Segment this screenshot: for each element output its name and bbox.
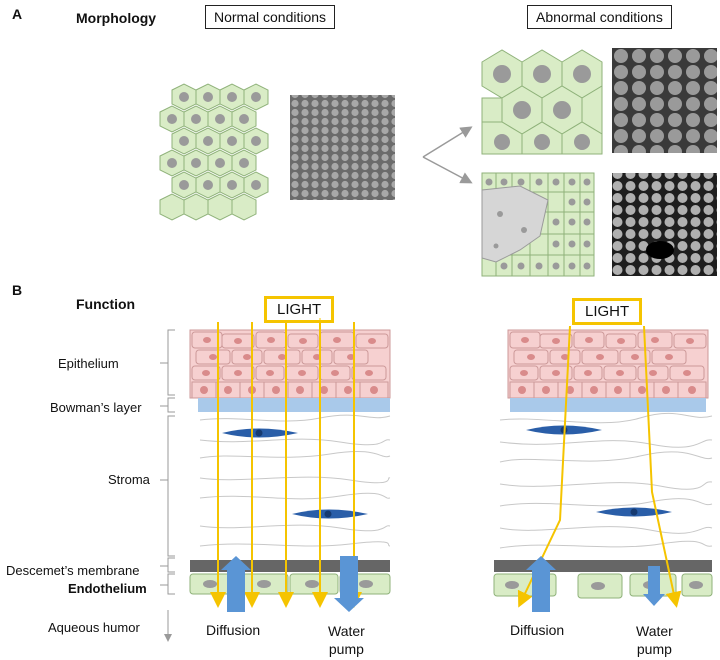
abnormal-water-pump-arrow (643, 566, 665, 606)
water-pump-label-normal: Water pump (328, 622, 365, 658)
normal-hexagonal-cells (159, 83, 269, 221)
panel-a-letter: A (12, 6, 23, 22)
arrow-to-pleomorphic (422, 156, 473, 184)
normal-keratocytes (222, 428, 368, 519)
normal-endothelial-nuclei (203, 580, 373, 588)
aqueous-humor-label: Aqueous humor (48, 620, 140, 635)
abnormal-bowman-layer (510, 398, 706, 412)
light-label-normal: LIGHT (264, 296, 335, 323)
abnormal-stroma-fibers (499, 412, 713, 549)
descemet-membrane-label: Descemet’s membrane (6, 563, 140, 578)
abnormal-conditions-label: Abnormal conditions (527, 5, 672, 29)
normal-conditions-label: Normal conditions (205, 5, 336, 29)
water-pump-line1: Water (328, 623, 365, 639)
stroma-label: Stroma (108, 472, 150, 487)
epithelium-label: Epithelium (58, 356, 119, 371)
normal-bowman-layer (198, 398, 390, 412)
morphology-title: Morphology (76, 10, 157, 26)
diffusion-label-abnormal: Diffusion (510, 622, 565, 638)
normal-stroma-fibers (199, 414, 391, 547)
water-pump-label-abnormal: Water pump (636, 622, 673, 658)
abnormal-descemet-membrane (494, 560, 712, 572)
abnormal-diffusion-arrow (526, 556, 556, 612)
normal-specular-micrograph (290, 95, 395, 200)
normal-cell-nuclei (167, 92, 261, 190)
water-pump-line1-abnormal: Water (636, 623, 673, 639)
enlarged-specular-micrograph (612, 48, 717, 153)
abnormal-epithelium (507, 329, 709, 399)
panel-b-letter: B (12, 282, 23, 298)
light-label-abnormal: LIGHT (572, 298, 643, 325)
endothelium-label: Endothelium (68, 581, 147, 596)
enlarged-cell-nuclei (493, 65, 591, 150)
normal-diffusion-arrow (221, 556, 251, 612)
damaged-cell-area (481, 185, 549, 263)
micrograph-dark-spot (646, 241, 674, 259)
function-title: Function (76, 296, 136, 312)
layer-brackets (160, 329, 175, 642)
normal-descemet-membrane (190, 560, 390, 572)
pleomorphic-nuclei (485, 178, 591, 270)
bowman-layer-label: Bowman’s layer (50, 400, 142, 415)
normal-epithelium (189, 329, 391, 399)
normal-water-pump-arrow (334, 556, 364, 612)
pleomorphic-specular-micrograph (612, 173, 717, 276)
arrow-to-enlarged (422, 126, 473, 158)
diffusion-label-normal: Diffusion (206, 622, 261, 638)
water-pump-line2: pump (328, 641, 364, 657)
water-pump-line2-abnormal: pump (636, 641, 672, 657)
